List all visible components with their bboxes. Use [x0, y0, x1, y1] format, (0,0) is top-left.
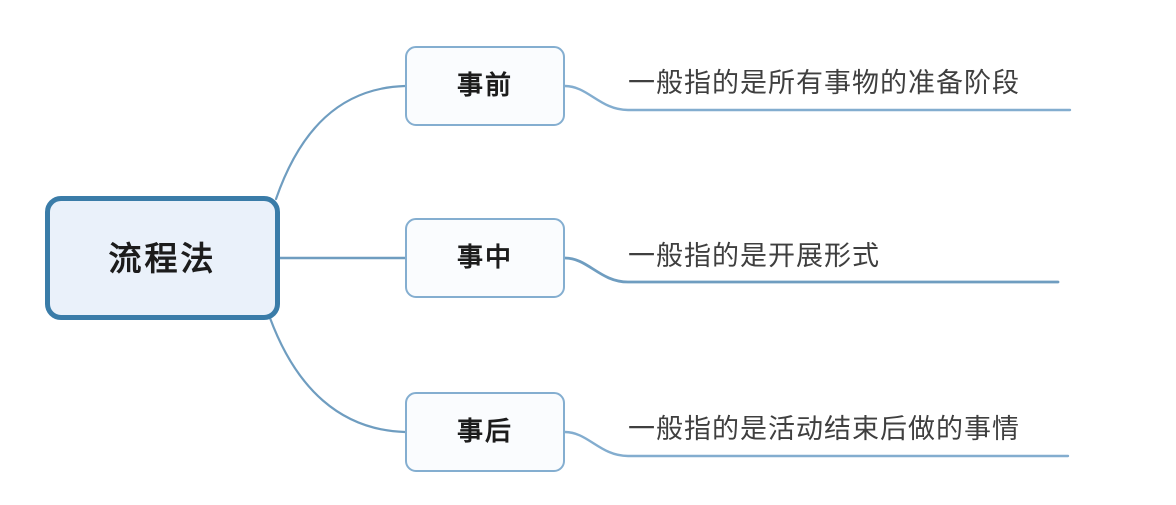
- root-node[interactable]: 流程法: [45, 196, 280, 320]
- branch-node-0-label: 事前: [456, 71, 513, 101]
- leaf-description-0[interactable]: 一般指的是所有事物的准备阶段: [628, 68, 1020, 99]
- root-node-label: 流程法: [108, 238, 217, 278]
- connector-branch-2-to-leaf-2: [563, 430, 1070, 458]
- branch-node-2-label: 事后: [456, 417, 513, 447]
- branch-node-2[interactable]: 事后: [405, 392, 565, 472]
- connector-root-to-branch-0: [274, 84, 407, 201]
- connector-branch-1-to-leaf-1: [563, 256, 1060, 284]
- connector-root-to-branch-2: [268, 316, 407, 434]
- connector-branch-0-to-leaf-0: [563, 84, 1072, 112]
- branch-node-1[interactable]: 事中: [405, 218, 565, 298]
- leaf-description-2[interactable]: 一般指的是活动结束后做的事情: [628, 414, 1020, 445]
- leaf-description-1[interactable]: 一般指的是开展形式: [628, 241, 880, 272]
- branch-node-1-label: 事中: [456, 243, 513, 273]
- branch-node-0[interactable]: 事前: [405, 46, 565, 126]
